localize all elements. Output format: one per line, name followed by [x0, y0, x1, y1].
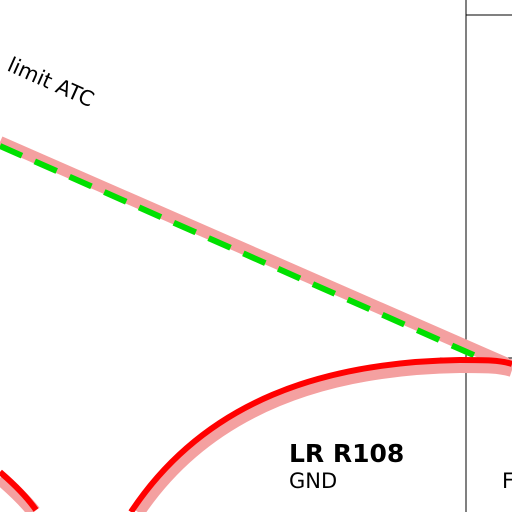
atc-limit-dashed-line: [0, 143, 512, 375]
left-area-boundary-fragment: [0, 469, 40, 512]
left-arc-red: [0, 469, 39, 512]
edge-label-fragment: F: [502, 469, 512, 493]
area-lower-limit-label: GND: [289, 469, 337, 493]
restricted-area-r108-boundary: [128, 356, 512, 512]
map-frame-lines: [440, 0, 512, 512]
atc-limit-label: limit ATC: [4, 53, 98, 112]
area-name-label: LR R108: [289, 439, 404, 468]
left-arc-halo: [0, 472, 40, 512]
r108-arc-red: [128, 356, 512, 512]
r108-arc-halo: [132, 358, 512, 512]
atc-limit-boundary: [0, 136, 512, 375]
atc-limit-halo: [0, 136, 512, 372]
